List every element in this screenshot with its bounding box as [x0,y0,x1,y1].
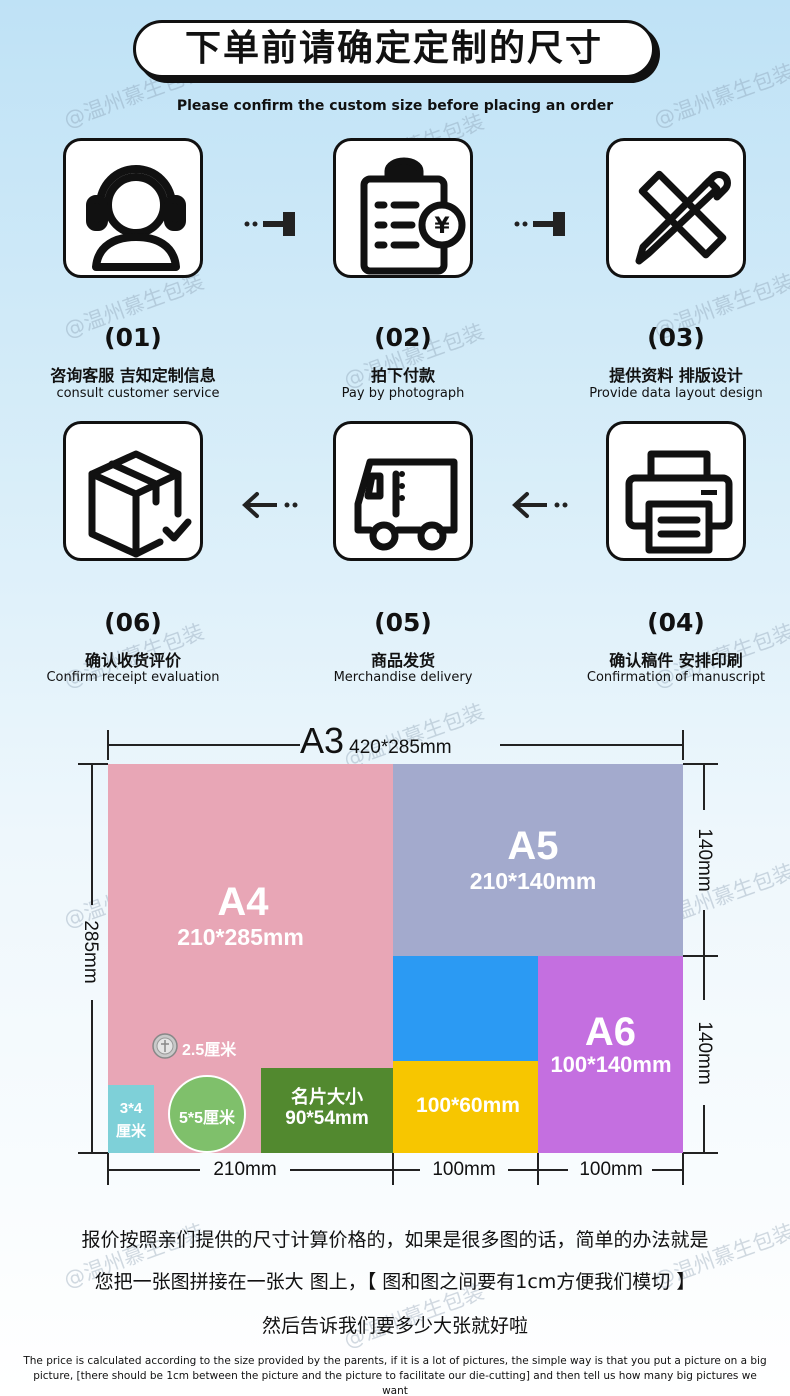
yellow-dims: 100*60mm [416,1094,520,1117]
a5-dims: 210*140mm [469,868,597,894]
step-02-card: ¥ [333,138,473,278]
a3-dims: 420*285mm [349,737,452,758]
step-03-card [606,138,746,278]
step-01-card [63,138,203,278]
a4-dims: 210*285mm [177,924,304,950]
dim-bottom-210: 210mm [213,1159,277,1180]
coin-icon-graphic [152,1033,178,1059]
step-05-card [333,421,473,561]
step-03-number: (03) [647,323,705,352]
step-06-subtitle: Confirm receipt evaluation [46,670,220,685]
dim-right-top-140: 140mm [694,828,715,892]
step-01-subtitle: consult customer service [56,386,220,401]
step-04-subtitle: Confirmation of manuscript [586,670,766,685]
step-02-subtitle: Pay by photograph [341,386,465,401]
page-title: 下单前请确定定制的尺寸 [184,28,603,69]
step-05-title: 商品发货 [370,651,435,670]
yellow-block [393,1061,538,1153]
step-05-subtitle: Merchandise delivery [333,670,473,685]
arrow-left-2 [511,490,571,520]
dim-left-285: 285mm [80,920,101,984]
step-02-title: 拍下付款 [370,366,435,385]
clipboard-yuan-icon: ¥ [360,157,466,275]
circle-5x5 [168,1075,246,1153]
step-05-number: (05) [374,608,432,637]
arrow-right-2 [513,210,573,238]
coin-label: 2.5厘米 [182,1042,237,1059]
dotted-arrow-right-icon [514,212,565,236]
step-04-card [606,421,746,561]
dim-right-bottom-140: 140mm [694,1021,715,1085]
card-name: 名片大小 [291,1087,363,1107]
step-03-subtitle: Provide data layout design [589,386,763,401]
small-label-2: 厘米 [115,1123,146,1140]
truck-icon [354,458,458,551]
a6-name: A6 [584,1010,637,1054]
a6-dims: 100*140mm [550,1052,672,1077]
step-01-number: (01) [104,323,162,352]
arrow-right-1 [243,210,303,238]
note-line-1: 报价按照亲们提供的尺寸计算价格的，如果是很多图的话，简单的办法就是 [81,1229,709,1251]
circle-label: 5*5厘米 [178,1110,236,1127]
small-3x4-block [108,1085,154,1153]
dotted-arrow-left-icon [512,492,568,518]
a4-name: A4 [217,880,269,924]
step-03-title: 提供资料 排版设计 [609,366,743,385]
a6-area [538,956,683,1153]
note-line-2: 您把一张图拼接在一张大 图上，【 图和图之间要有1cm方便我们模切 】 [94,1271,696,1293]
arrow-left-1 [241,490,301,520]
blue-block [393,956,538,1061]
svg-text:¥: ¥ [434,214,450,239]
card-dims: 90*54mm [285,1108,369,1129]
step-06-title: 确认收货评价 [84,651,181,670]
step-01-title: 咨询客服 吉知定制信息 [50,366,216,385]
box-check-icon [88,450,192,558]
printer-icon [625,450,733,554]
headset-agent-icon [86,165,186,271]
dim-bottom-100-a: 100mm [432,1159,496,1180]
coin-icon [152,1033,178,1059]
step-06-number: (06) [104,608,162,637]
step-06-card [63,421,203,561]
small-label-1: 3*4 [119,1100,143,1117]
step-04-title: 确认稿件 安排印刷 [609,651,743,670]
a3-label: A3 420*285mm [300,720,500,768]
title-frame [133,20,655,78]
a5-area [393,764,683,956]
dotted-arrow-right-icon [244,212,295,236]
step-04-number: (04) [647,608,705,637]
ruler-pencil-icon [635,170,731,265]
note-english: The price is calculated according to the… [23,1355,767,1396]
a5-name: A5 [507,824,559,868]
business-card-block [261,1068,393,1153]
dim-bottom-100-b: 100mm [579,1159,643,1180]
note-line-3: 然后告诉我们要多少大张就好啦 [261,1315,528,1337]
a3-name: A3 [300,720,345,761]
dotted-arrow-left-icon [242,492,298,518]
step-02-number: (02) [374,323,432,352]
page-subtitle: Please confirm the custom size before pl… [176,98,614,114]
